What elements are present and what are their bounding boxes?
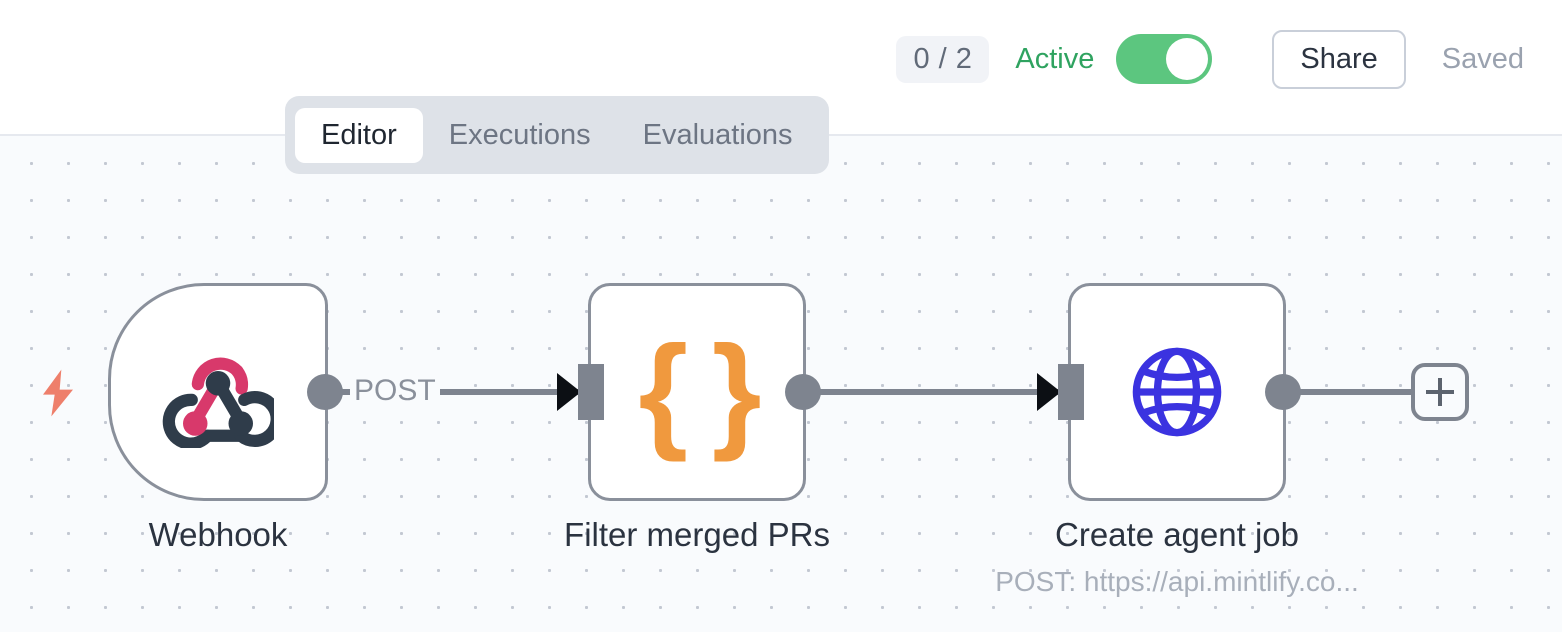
edge-http-to-add <box>1285 389 1415 395</box>
webhook-icon <box>162 357 274 448</box>
node-webhook-output-port[interactable] <box>307 374 343 410</box>
add-node-button[interactable] <box>1411 363 1469 421</box>
edge-filter-to-http <box>806 389 1058 395</box>
node-http-input-arrow-icon <box>1037 373 1061 411</box>
saved-status-label: Saved <box>1441 42 1524 75</box>
node-filter-merged-prs[interactable]: { } Filter merged PRs <box>557 283 830 553</box>
code-braces-icon: { } <box>638 320 761 463</box>
node-create-agent-job[interactable]: Create agent job POST: https://api.mintl… <box>995 283 1359 597</box>
node-http-output-port[interactable] <box>1265 374 1301 410</box>
node-http-box[interactable] <box>1037 283 1301 501</box>
toggle-knob <box>1166 38 1209 80</box>
run-count-badge: 0 / 2 <box>896 35 990 83</box>
node-http-label: Create agent job <box>1054 516 1300 553</box>
node-http-input-port[interactable] <box>1058 364 1084 420</box>
node-webhook-label: Webhook <box>148 516 288 553</box>
node-filter-label: Filter merged PRs <box>564 516 830 553</box>
node-filter-output-port[interactable] <box>785 374 821 410</box>
node-http-sublabel: POST: https://api.mintlify.co... <box>995 566 1359 597</box>
share-button[interactable]: Share <box>1272 29 1406 89</box>
tab-editor[interactable]: Editor <box>295 107 423 163</box>
active-status-label: Active <box>1015 42 1095 75</box>
globe-icon <box>1132 347 1222 437</box>
node-webhook-box[interactable] <box>108 283 343 501</box>
header-actions: 0 / 2 Active Share Saved <box>896 0 1524 118</box>
workflow-canvas[interactable]: POST <box>0 136 1562 632</box>
tab-evaluations[interactable]: Evaluations <box>642 118 793 151</box>
node-webhook[interactable]: Webhook <box>108 283 343 553</box>
editor-tabbar: Editor Executions Evaluations <box>285 96 829 174</box>
node-filter-input-port[interactable] <box>578 364 604 420</box>
node-filter-input-arrow-icon <box>557 373 581 411</box>
edge-label-post: POST <box>350 376 440 406</box>
lightning-bolt-icon <box>43 369 73 417</box>
edge-webhook-to-filter <box>330 389 580 395</box>
active-toggle[interactable] <box>1116 34 1213 84</box>
tab-executions[interactable]: Executions <box>448 118 591 151</box>
node-filter-box[interactable]: { } <box>557 283 821 501</box>
